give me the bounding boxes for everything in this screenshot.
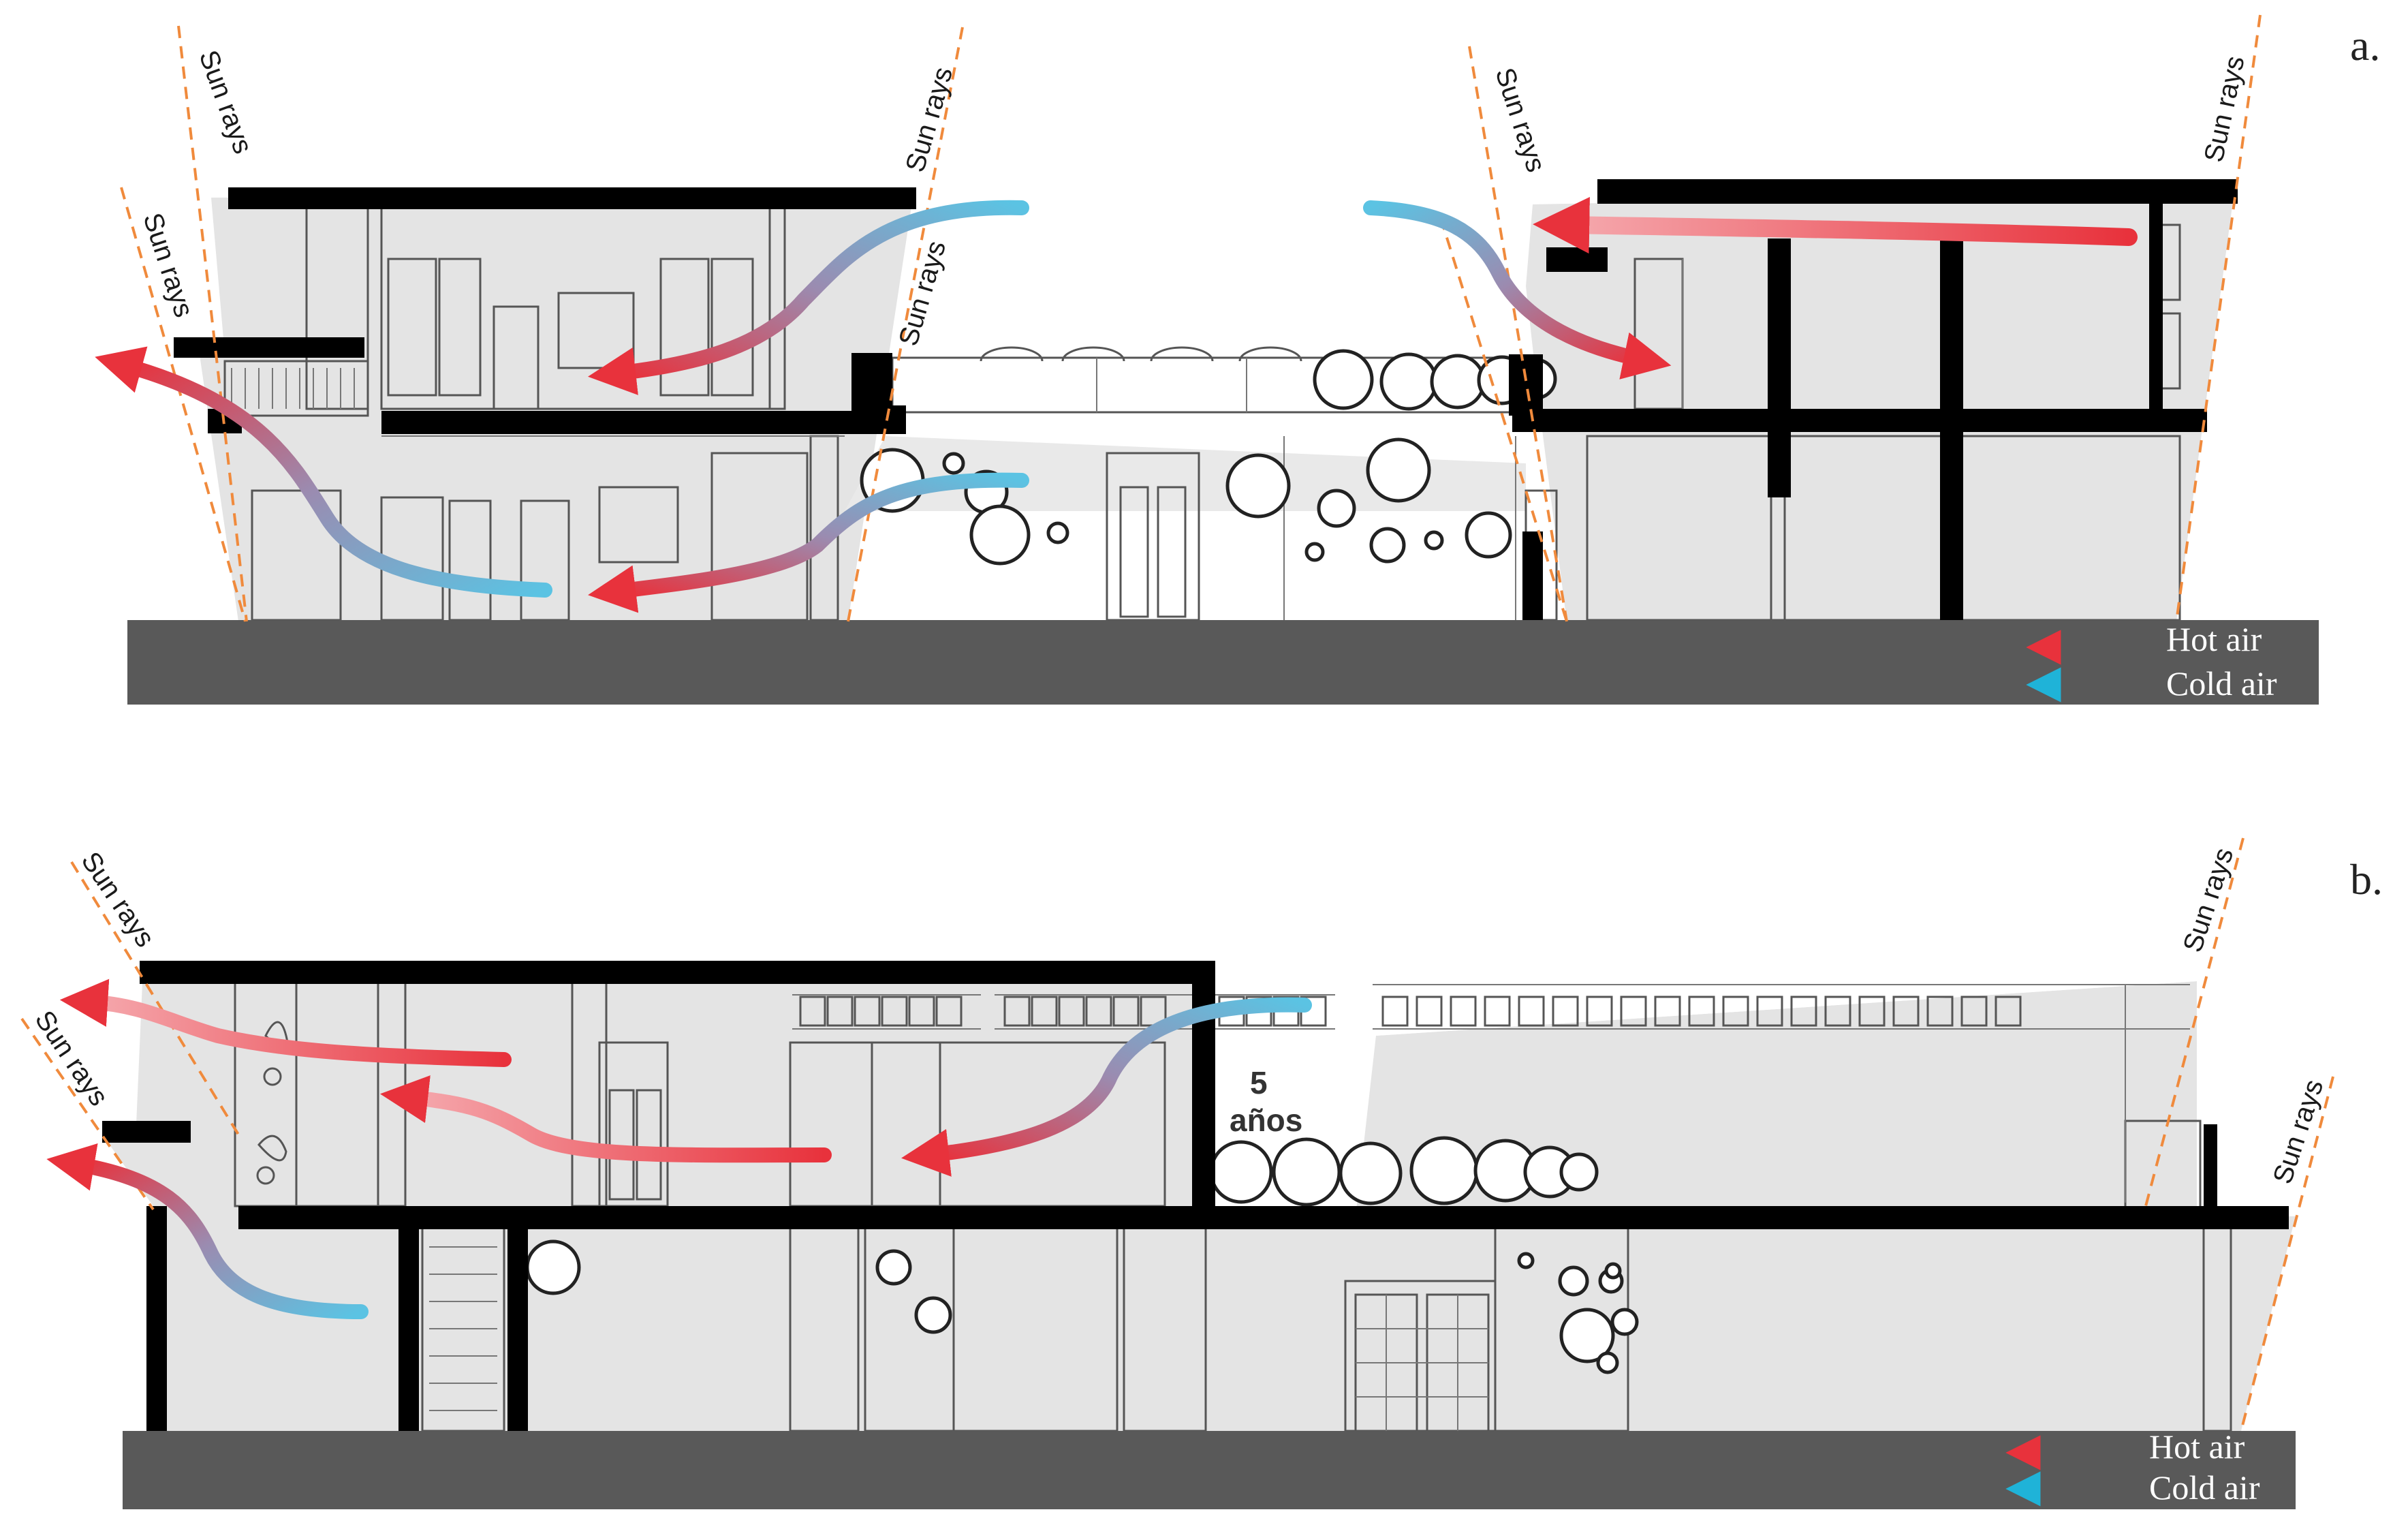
sun-rays-label: Sun rays: [29, 1005, 114, 1111]
panel-a: Sun rays Sun rays Sun rays Sun rays Sun …: [95, 14, 2380, 705]
airflow-arrow-hot: [1533, 196, 2138, 254]
legend-cold-label: Cold air: [2166, 664, 2277, 703]
airflow-a: [95, 196, 2138, 613]
corridor-shade: [845, 436, 1526, 511]
sign-word: años: [1230, 1102, 1302, 1138]
legend-hot-label: Hot air: [2166, 620, 2262, 658]
sun-ray-line: [70, 861, 240, 1136]
airflow-arrow-hot: [59, 978, 512, 1067]
legend-a: Hot air Cold air: [2026, 620, 2277, 703]
airflow-arrow-cold-to-hot: [588, 472, 1029, 613]
corridor-lines: [860, 346, 1558, 621]
airflow-arrow-hot: [380, 1075, 832, 1163]
panel-label-b: b.: [2350, 855, 2383, 904]
right-building-shade: [1526, 191, 2234, 621]
structure-b: [102, 961, 2289, 1431]
upper-right-white: [1213, 974, 2197, 1036]
sun-rays-label: Sun rays: [1489, 64, 1551, 176]
sun-rays-label: Sun rays: [2178, 844, 2240, 956]
airflow-arrow-cold-to-hot: [588, 200, 1029, 395]
sun-ray-line: [120, 187, 247, 622]
airflow-arrow-cold-to-hot: [95, 346, 552, 598]
sun-ray-line: [2144, 837, 2245, 1207]
panel-b: 5 años Sun rays Sun rays Sun rays Sun ra…: [20, 837, 2383, 1509]
sun-rays-label: Sun rays: [2268, 1076, 2330, 1188]
sun-rays-label: Sun rays: [193, 46, 258, 157]
panel-label-a: a.: [2350, 21, 2380, 70]
legend-hot-label: Hot air: [2149, 1428, 2245, 1466]
airflow-arrow-cold-to-hot: [1363, 200, 1672, 380]
airflow-b: [46, 978, 1312, 1319]
sign-number: 5: [1250, 1065, 1268, 1100]
ground-b: [123, 1431, 2296, 1509]
sun-ray-line: [1439, 217, 1568, 622]
sun-ray-line: [1468, 46, 1568, 622]
ground-a: [127, 620, 2319, 705]
airflow-arrow-cold-to-hot: [901, 997, 1312, 1177]
sun-rays-label: Sun rays: [900, 64, 958, 176]
legend-cold-label: Cold air: [2149, 1468, 2260, 1507]
airflow-arrow-cold-to-hot: [46, 1143, 369, 1319]
legend-b: Hot air Cold air: [2005, 1428, 2260, 1507]
sun-ray-line: [177, 25, 248, 622]
structure-a: [174, 179, 2238, 623]
sun-rays-label: Sun rays: [137, 209, 199, 321]
